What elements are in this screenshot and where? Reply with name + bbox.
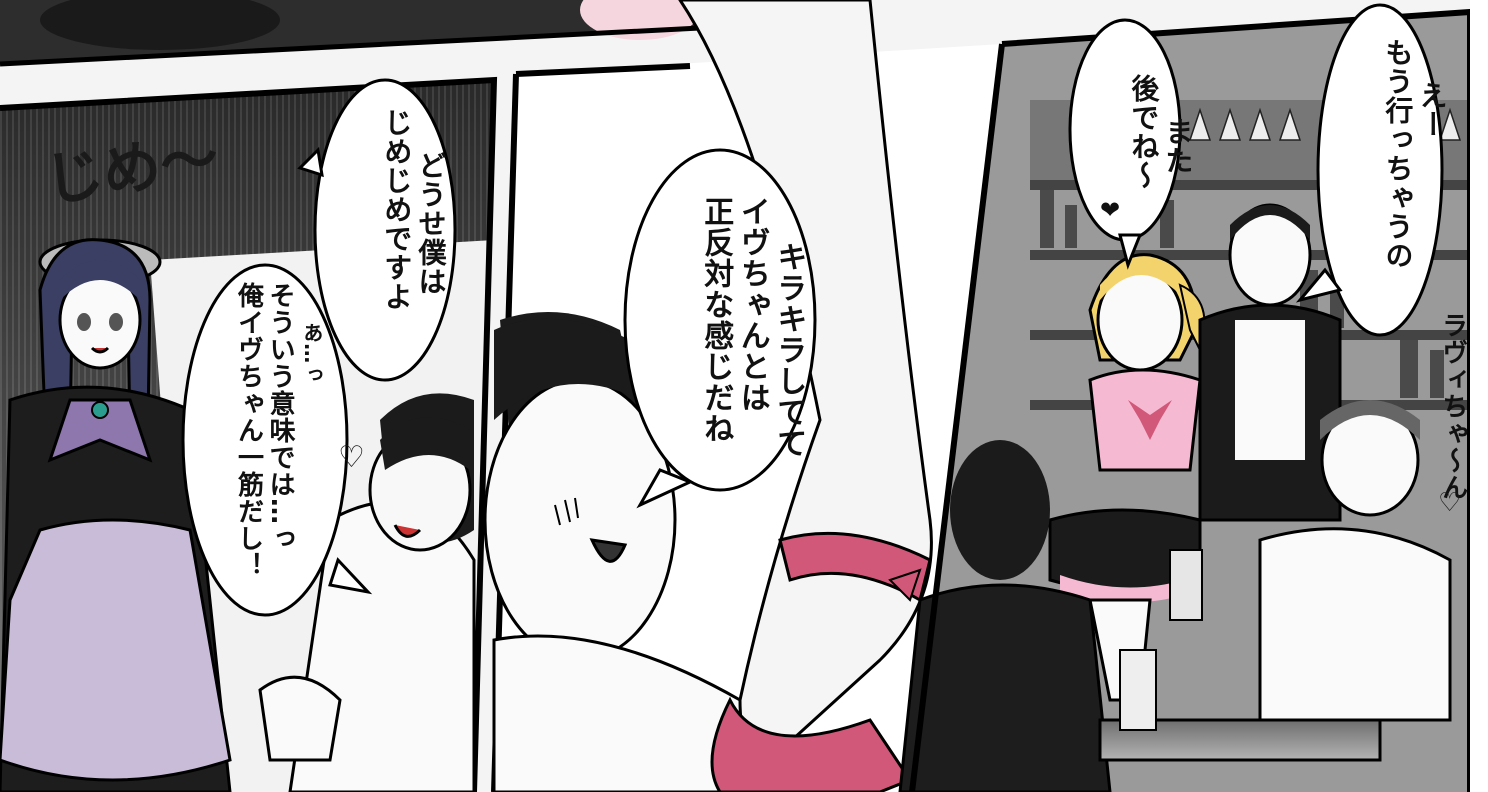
top-strip-panel — [0, 0, 701, 67]
customer-right-bubble-shape — [1316, 3, 1444, 337]
maid-speech-bubble: どうせ僕はじめじめですよ — [345, 108, 482, 368]
customer-left-line-3: 俺イヴちゃん一筋だし！ — [233, 282, 264, 579]
maid-bubble-shape — [313, 78, 457, 382]
customer-left-line-2: そういう意味では…っ — [265, 282, 296, 552]
seated-customer-left — [898, 440, 1112, 792]
maid-line-1: どうせ僕は — [414, 151, 448, 296]
idol-line-1: また — [1161, 117, 1195, 175]
idol-line-2: 後でね〜 — [1127, 74, 1161, 190]
idol-speech-bubble: また後でね〜 — [1092, 74, 1229, 214]
maid-character — [0, 238, 232, 792]
customer-right-line-1: えー — [1415, 81, 1449, 139]
panel-left — [0, 76, 498, 792]
middle-speech-bubble: キラキラしててイヴちゃんとは正反対な感じだね — [660, 196, 843, 459]
middle-line-1: キラキラしてて — [771, 241, 807, 459]
customer-right-line-2: もう行っちゃうの — [1381, 38, 1415, 270]
customer-left-speech-bubble: あ…っそういう意味では…っ俺イヴちゃん一筋だし！ — [200, 282, 359, 612]
panel-right — [898, 3, 1473, 792]
seated-customer-right — [1169, 400, 1452, 722]
customer-foreground — [483, 312, 772, 792]
heart-icon: ❤ — [1100, 196, 1121, 224]
middle-line-3: 正反対な感じだね — [698, 196, 734, 444]
standing-customer — [1198, 203, 1342, 522]
sfx-lavi-chan: ラヴィちゃ〜ん — [1437, 312, 1468, 501]
middle-line-2: イヴちゃんとは — [734, 196, 770, 413]
heeled-leg — [678, 0, 933, 792]
middle-bubble-shape — [623, 148, 817, 492]
customer-left-line-1: あ…っ — [299, 322, 324, 386]
heart-icon: ♡ — [1438, 488, 1462, 518]
panel-middle — [483, 0, 1002, 792]
heart-icon: ♡ — [338, 440, 365, 475]
customer-bubble-shape — [181, 263, 349, 617]
maid-line-2: じめじめですよ — [380, 108, 414, 311]
customer-right-speech-bubble: えーもう行っちゃうの — [1346, 38, 1483, 318]
